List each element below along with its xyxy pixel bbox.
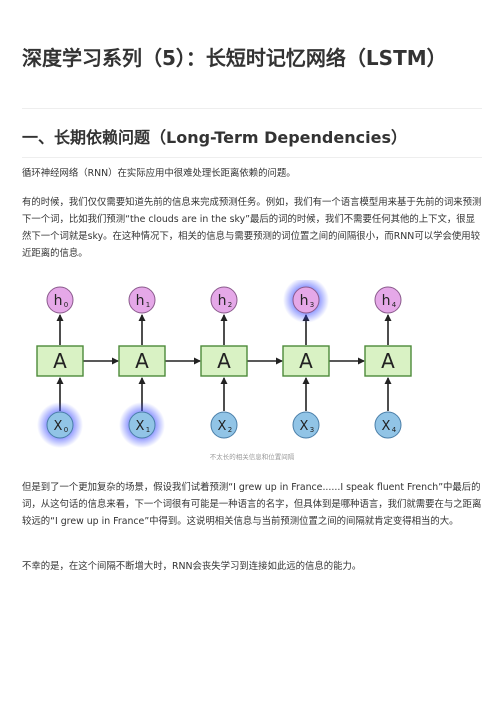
rnn-cell-label: A (217, 349, 231, 373)
rnn-cell-label: A (381, 349, 395, 373)
output-node-subscript: 4 (392, 301, 397, 309)
paragraph-short-dependency: 有的时候，我们仅仅需要知道先前的信息来完成预测任务。例如，我们有一个语言模型用来… (22, 197, 482, 259)
input-node-label: X (218, 419, 227, 434)
rnn-cell-label: A (135, 349, 149, 373)
output-node-label: h (218, 293, 227, 309)
output-node (46, 286, 74, 314)
output-node-subscript: 0 (64, 301, 68, 309)
rnn-cell (364, 345, 412, 377)
output-node (128, 286, 156, 314)
rnn-cell (36, 345, 84, 377)
input-node-subscript: 0 (64, 426, 68, 434)
paragraph-intro: 循环神经网络（RNN）在实际应用中很难处理长距离依赖的问题。 (22, 168, 296, 179)
rnn-cell (282, 345, 330, 377)
input-node-subscript: 1 (146, 426, 150, 434)
input-node (46, 411, 74, 439)
input-node (374, 411, 402, 439)
output-node-label: h (382, 293, 391, 309)
output-node (374, 286, 402, 314)
article-title: 深度学习系列（5）：长短时记忆网络（LSTM） (22, 46, 447, 70)
input-node-label: X (54, 419, 63, 434)
input-node-label: X (382, 419, 391, 434)
rnn-cell (200, 345, 248, 377)
input-node-subscript: 3 (310, 426, 314, 434)
title-divider (22, 108, 482, 109)
output-node-subscript: 2 (228, 301, 232, 309)
output-node (210, 286, 238, 314)
input-node-label: X (300, 419, 309, 434)
rnn-cell (118, 345, 166, 377)
paragraph-long-dependency: 但是到了一个更加复杂的场景，假设我们试着预测“I grew up in Fran… (22, 482, 482, 527)
paragraph-rnn-limitation: 不幸的是，在这个间隔不断增大时，RNN会丧失学习到连接如此远的信息的能力。 (22, 561, 362, 572)
rnn-cell-label: A (299, 349, 313, 373)
output-node-label: h (54, 293, 63, 309)
output-node (292, 286, 320, 314)
rnn-cell-label: A (53, 349, 67, 373)
input-node (210, 411, 238, 439)
input-node-subscript: 2 (228, 426, 232, 434)
input-node-label: X (136, 419, 145, 434)
section-heading: 一、长期依赖问题（Long-Term Dependencies） (22, 128, 407, 147)
input-node (292, 411, 320, 439)
output-node-label: h (300, 293, 309, 309)
section-divider (22, 157, 482, 158)
output-node-label: h (136, 293, 145, 309)
input-node (128, 411, 156, 439)
output-node-subscript: 1 (146, 301, 150, 309)
output-node-subscript: 3 (310, 301, 314, 309)
input-node-subscript: 4 (392, 426, 397, 434)
figure-caption: 不太长的相关信息和位置间隔 (209, 453, 295, 461)
